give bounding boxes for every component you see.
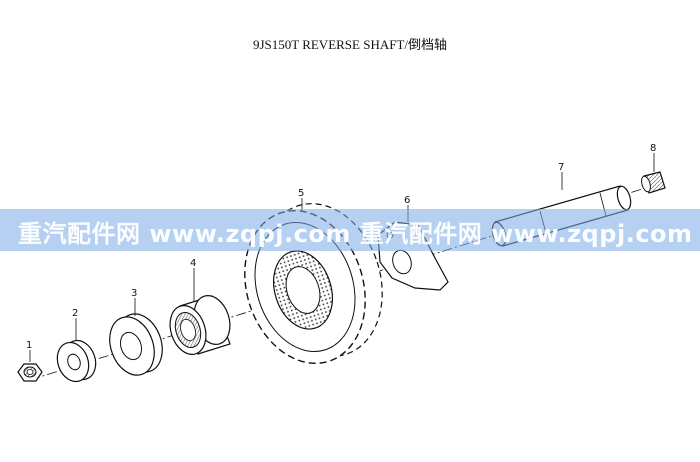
callout-7: 7 bbox=[558, 162, 564, 173]
part-4-needle-bearing bbox=[169, 295, 231, 355]
callout-8: 8 bbox=[650, 143, 656, 154]
watermark-text: 重汽配件网 www.zqpj.com 重汽配件网 www.zqpj.com 重 bbox=[18, 220, 700, 248]
diagram-title: 9JS150T REVERSE SHAFT/倒档轴 bbox=[252, 37, 448, 52]
callout-5: 5 bbox=[298, 188, 304, 199]
watermark-banner bbox=[0, 209, 700, 251]
callout-2: 2 bbox=[72, 308, 78, 319]
part-3-thrust-washer bbox=[109, 313, 163, 376]
callout-6: 6 bbox=[404, 195, 410, 206]
callout-4: 4 bbox=[190, 258, 196, 269]
part-8-plug bbox=[641, 171, 666, 194]
callout-3: 3 bbox=[131, 288, 137, 299]
part-1-hex-nut bbox=[17, 363, 43, 382]
callout-1: 1 bbox=[26, 340, 32, 351]
part-2-washer bbox=[56, 339, 97, 383]
